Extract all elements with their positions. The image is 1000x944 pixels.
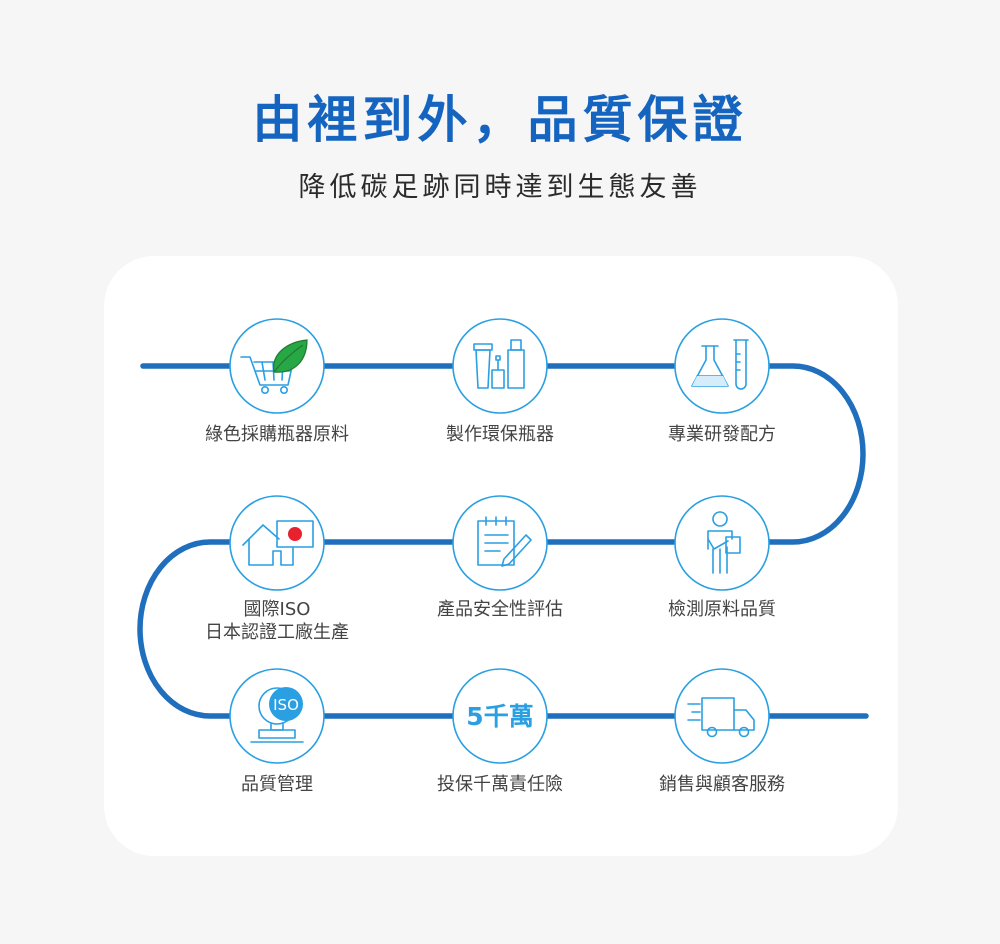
cart-leaf-icon [240,339,308,394]
insurance-badge-icon: 5千萬 [466,702,533,731]
step-7-node: ISO [229,668,325,764]
iso-badge-text: ISO [273,696,299,714]
step-3-label: 專業研發配方 [668,424,776,445]
delivery-truck-icon [687,697,755,738]
step-1-node [229,318,325,414]
step-6-label: 檢測原料品質 [668,599,776,620]
step-5-node [452,495,548,591]
step-9-node [674,668,770,764]
step-6-node [674,495,770,591]
step-2-node [452,318,548,414]
step-8-label: 投保千萬責任險 [437,774,563,795]
step-1-label: 綠色採購瓶器原料 [205,424,349,445]
page-subtitle: 降低碳足跡同時達到生態友善 [298,172,702,203]
step-2-label: 製作環保瓶器 [446,424,554,445]
step-ring [674,495,770,591]
bottles-icon [473,339,525,389]
step-4-node [229,495,325,591]
lab-flask-icon [691,339,749,390]
step-9-label: 銷售與顧客服務 [659,774,785,795]
step-ring [674,318,770,414]
step-7-label: 品質管理 [241,774,313,795]
page-title: 由裡到外，品質保證 [252,90,748,149]
japan-factory-icon [242,520,314,566]
iso-stamp-icon: ISO [250,687,304,743]
step-4-label: 國際ISO 日本認證工廠生產 [205,599,349,643]
step-ring [674,668,770,764]
step-3-node [674,318,770,414]
step-5-label: 產品安全性評估 [437,599,563,620]
clipboard-pencil-icon [477,516,532,567]
step-8-node: 5千萬 [452,668,548,764]
step-ring [452,318,548,414]
step-ring [452,668,548,764]
inspector-icon [707,511,741,574]
